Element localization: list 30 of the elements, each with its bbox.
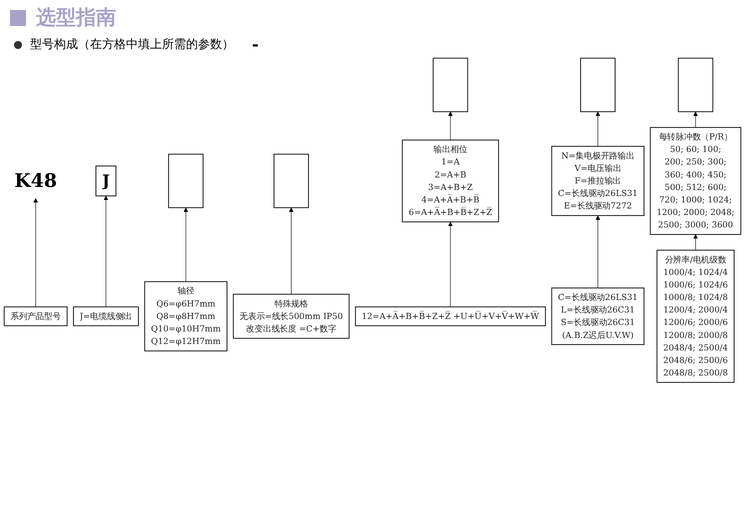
node-box	[678, 58, 714, 112]
node-box	[274, 154, 309, 208]
arrow	[448, 222, 453, 308]
node-box: 特殊规格 无表示=线长500mm IP50 改变出线长度 =C+数字	[232, 294, 350, 339]
node-box: C=长线驱动26LS31 L=长线驱动26C31 S=长线驱动26C31 (A.B.Z迟后U.V.W)	[551, 288, 644, 345]
node-box: 系列产品型号	[4, 306, 68, 326]
node-box	[580, 58, 616, 112]
arrow	[448, 112, 453, 140]
title: 选型指南	[36, 4, 116, 31]
node-box: 每转脉冲数（P/R） 50; 60; 100; 200; 250; 300; 360; 400; 450; 500; 512; 600; 720; 1000; 1024; 1200; 2000; 2048; 2500; 3000; 3600	[650, 127, 742, 235]
arrow	[596, 215, 600, 288]
separator-text: -	[251, 35, 259, 54]
arrow	[693, 112, 698, 128]
arrow	[596, 112, 600, 147]
node-box: 分辨率/电机级数 1000/4; 1024/4 1000/6; 1024/6 1000/8; 1024/8 1200/4; 2000/4 1200/6; 2000/6 1200/8; 2000/8 2048/4; 2500/4 2048/6; 2500/6 2048/8; 2500/8	[656, 250, 735, 383]
subtitle: 型号构成（在方格中填上所需的参数）	[30, 36, 234, 53]
node-text: K48	[14, 170, 58, 192]
arrow	[104, 196, 108, 308]
arrow	[33, 198, 38, 308]
node-box: 12=A+A̅+B+B̅+Z+Z̅ +U+U̅+V+V̅+W+W̅	[355, 306, 546, 326]
node-box: 输出相位 1=A 2=A+B 3=A+B+Z 4=A+A̅+B+B̅ 6=A+A̅+B+B̅+Z+Z̅	[402, 140, 499, 222]
node-box	[432, 58, 468, 112]
node-box: 轴径 Q6=φ6H7mm Q8=φ8H7mm Q10=φ10H7mm Q12=φ12H7mm	[144, 281, 228, 352]
arrow	[288, 208, 294, 295]
node-box	[168, 154, 204, 208]
arrow	[184, 208, 188, 282]
node-box: J=电缆线侧出	[73, 306, 139, 326]
node-box: N=集电极开路输出 V=电压输出 F=推拉输出 C=长线驱动26LS31 E=长线驱动7272	[551, 146, 644, 216]
node-box: J	[96, 166, 116, 196]
arrow	[693, 234, 698, 250]
